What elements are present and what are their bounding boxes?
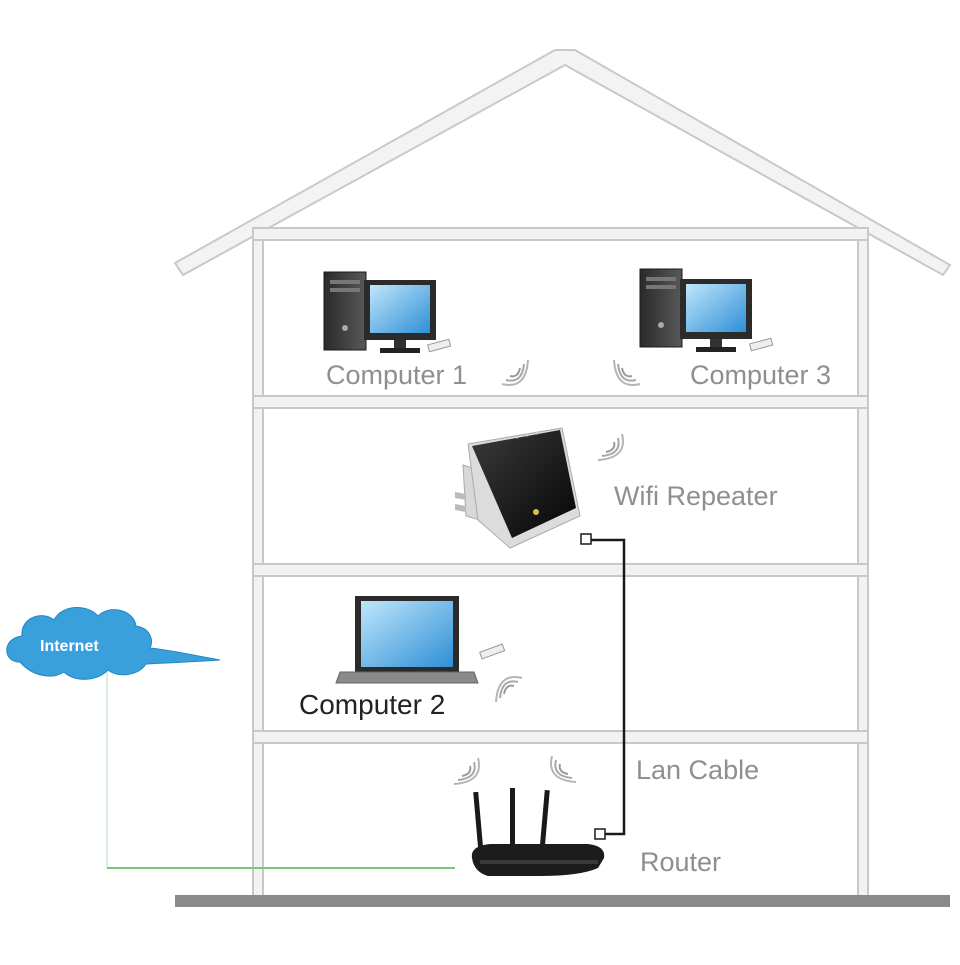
wifi-repeater-label: Wifi Repeater	[614, 481, 778, 511]
internet-label: Internet	[40, 638, 99, 655]
computer-1-label: Computer 1	[326, 360, 468, 390]
ground-line	[175, 895, 950, 907]
wireless-signal-icon	[501, 359, 529, 386]
lan-cable-label: Lan Cable	[636, 755, 760, 785]
router-label: Router	[640, 847, 722, 877]
computer-2-label: Computer 2	[299, 689, 446, 720]
house-structure	[252, 227, 869, 897]
house-roof	[173, 49, 952, 277]
computer-3-label: Computer 3	[690, 360, 832, 390]
wireless-signal-icon	[550, 755, 577, 783]
internet-line	[106, 670, 455, 869]
wireless-signal-icon	[613, 359, 641, 386]
desktop-computer-icon	[323, 271, 452, 353]
desktop-computer-icon	[639, 268, 774, 352]
wifi-repeater-icon	[455, 427, 581, 549]
wireless-signal-icon	[453, 757, 480, 785]
laptop-icon	[335, 596, 506, 684]
internet-cloud-icon	[6, 607, 221, 680]
wireless-signal-icon	[495, 676, 523, 703]
router-icon	[471, 788, 605, 876]
wireless-signal-icon	[597, 433, 624, 461]
lan-cable	[580, 533, 626, 840]
